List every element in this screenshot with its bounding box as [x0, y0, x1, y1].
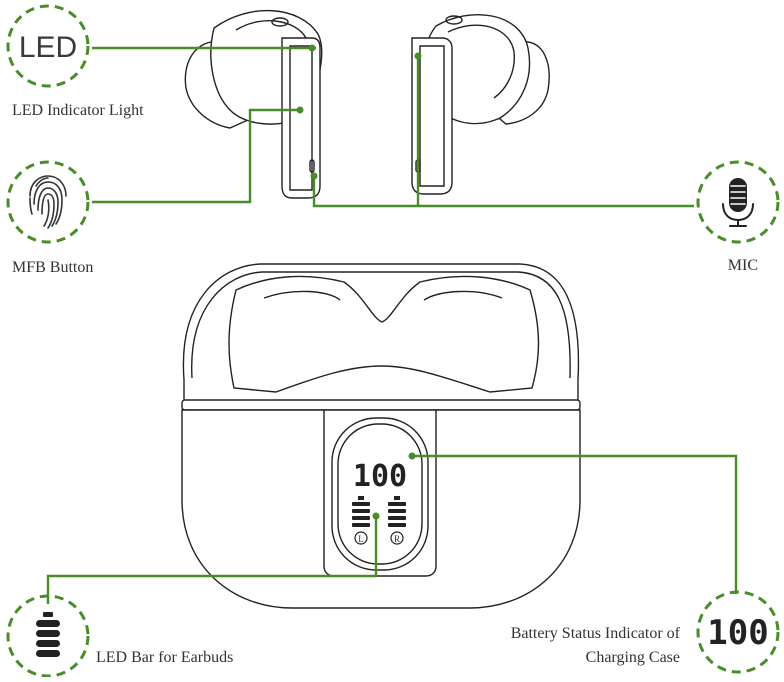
microphone-icon [722, 178, 754, 227]
callout-dots [296, 44, 422, 520]
right-earbud [411, 14, 550, 195]
battery-bar-icon [36, 612, 60, 657]
fingerprint-icon [29, 175, 67, 229]
case-left-battery-bars [352, 496, 370, 527]
label-battery-status-line2: Charging Case [586, 649, 680, 666]
ledbar-callout-circle [6, 594, 90, 678]
case-right-battery-bars [388, 496, 406, 527]
label-led-indicator: LED Indicator Light [12, 102, 144, 119]
led-digits-icon: 100 [707, 613, 768, 653]
case-left-marker: L [358, 534, 364, 544]
label-mic: MIC [728, 257, 758, 274]
label-led-bar: LED Bar for Earbuds [96, 649, 233, 666]
battery-callout-circle [696, 590, 780, 674]
led-callout-circle [6, 4, 90, 88]
charging-case [181, 263, 581, 609]
case-display-percent: 100 [353, 459, 407, 494]
mfb-callout-circle [6, 160, 90, 244]
led-icon: LED [19, 31, 77, 64]
label-mfb-button: MFB Button [12, 259, 93, 276]
left-earbud [184, 9, 323, 199]
mic-callout-circle [696, 160, 780, 244]
label-battery-status-line1: Battery Status Indicator of [511, 625, 681, 642]
case-right-marker: R [394, 534, 400, 544]
callout-lines [46, 46, 738, 604]
